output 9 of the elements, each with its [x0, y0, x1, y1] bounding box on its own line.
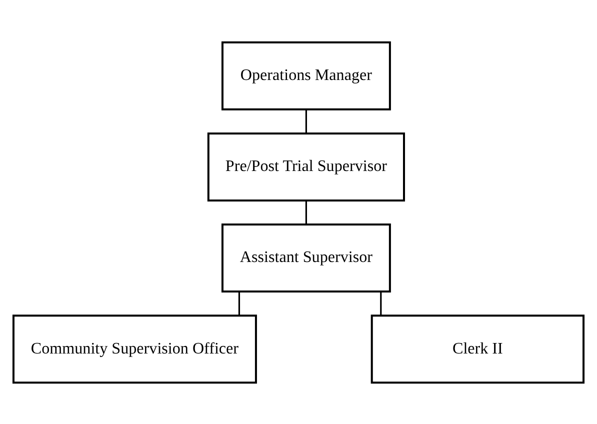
connector: [305, 109, 307, 133]
connector: [305, 200, 307, 224]
node-box: Assistant Supervisor: [221, 223, 391, 292]
node-box: Pre/Post Trial Supervisor: [207, 132, 405, 201]
node-box: Community Supervision Officer: [12, 314, 257, 384]
connector: [238, 291, 240, 315]
node-box: Operations Manager: [221, 40, 391, 110]
node-box: Clerk II: [370, 314, 585, 384]
connector: [380, 291, 382, 315]
